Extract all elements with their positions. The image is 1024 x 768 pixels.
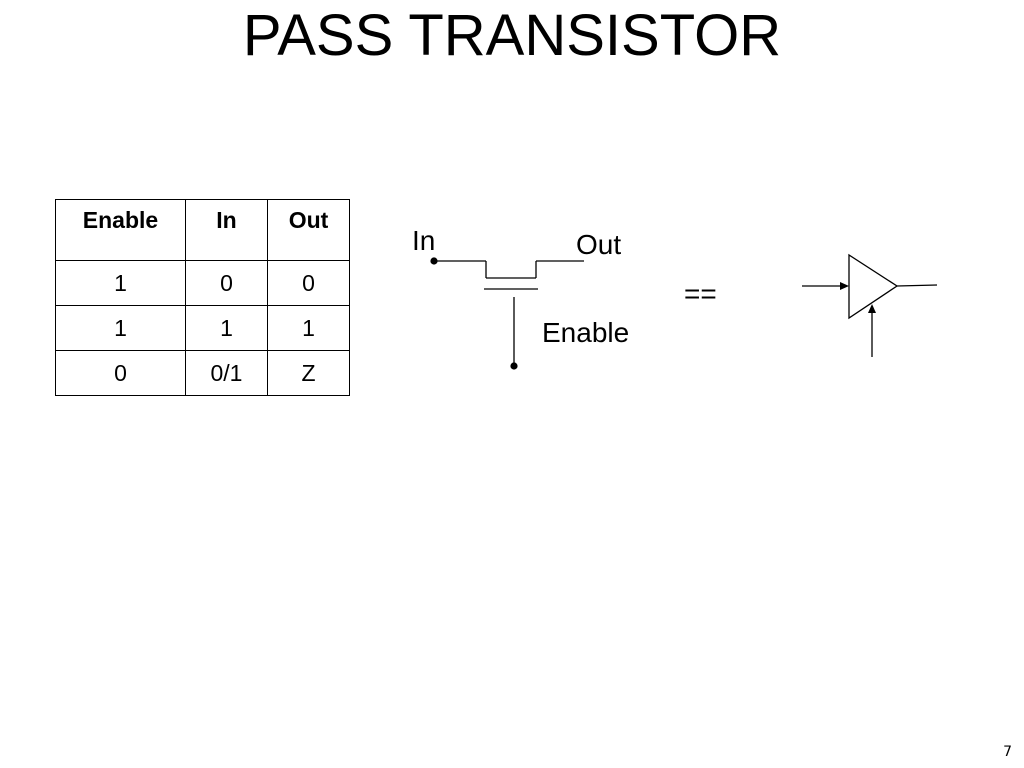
out-label: Out	[576, 229, 622, 260]
truth-table: Enable In Out 1 0 0 1 1 1 0 0/1 Z	[55, 199, 350, 396]
slide-title: PASS TRANSISTOR	[242, 3, 782, 68]
table-row: 1 1 1	[55, 305, 350, 351]
buffer-output-wire	[896, 284, 938, 287]
header-enable: Enable	[55, 199, 186, 261]
buffer-triangle	[848, 253, 899, 320]
header-out: Out	[267, 199, 350, 261]
table-row: 0 0/1 Z	[55, 350, 350, 396]
equivalence-sign: ==	[684, 278, 717, 309]
cell-in: 1	[185, 305, 268, 351]
gate-node-dot	[510, 362, 518, 370]
cell-enable: 1	[55, 305, 186, 351]
cell-out: 0	[267, 260, 350, 306]
cell-in: 0/1	[185, 350, 268, 396]
cell-out: 1	[267, 305, 350, 351]
input-node-dot	[430, 257, 438, 265]
page-number: 7	[1003, 744, 1012, 760]
buffer-enable-arrowhead	[868, 304, 876, 313]
transistor-symbol	[434, 260, 584, 366]
enable-label: Enable	[542, 317, 630, 348]
tristate-buffer-symbol	[802, 253, 938, 357]
in-label: In	[412, 225, 436, 256]
cell-out: Z	[267, 350, 350, 396]
buffer-input-arrowhead	[840, 282, 849, 290]
